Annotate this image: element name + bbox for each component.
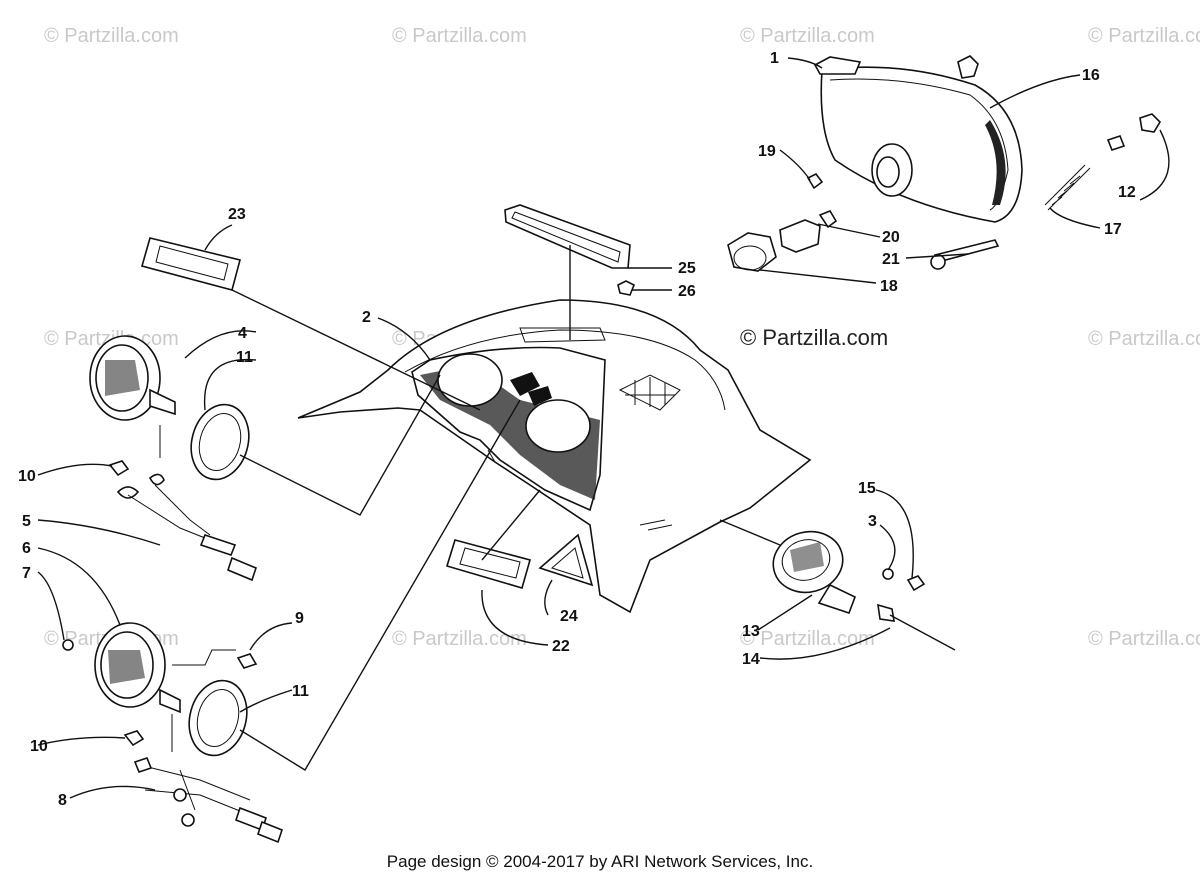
callout-2: 2: [362, 309, 371, 326]
callout-3: 3: [868, 513, 877, 530]
watermark: © Partzilla.com: [740, 25, 875, 47]
callout-16: 16: [1082, 67, 1100, 84]
callout-7: 7: [22, 565, 31, 582]
watermark-prominent: © Partzilla.com: [740, 325, 888, 350]
callout-4: 4: [238, 325, 247, 342]
watermark: © Partzilla.com: [1088, 25, 1200, 47]
gauge-lower: [62, 622, 283, 844]
hood-console: [297, 299, 812, 614]
callout-11: 11: [236, 349, 253, 366]
watermark: © Partzilla.com: [1088, 328, 1200, 350]
callout-5: 5: [22, 513, 31, 530]
watermark: © Partzilla.com: [392, 25, 527, 47]
leader-lines: [37, 57, 1170, 799]
page-footer: Page design © 2004-2017 by ARI Network S…: [386, 852, 814, 871]
callout-9: 9: [295, 610, 304, 627]
callout-24: 24: [560, 608, 578, 625]
callout-25: 25: [678, 260, 696, 277]
callout-17: 17: [1104, 221, 1122, 238]
callout-10: 10: [30, 738, 48, 755]
watermark: © Partzilla.com: [740, 628, 875, 650]
callout-10: 10: [18, 468, 36, 485]
headlight-assembly: [727, 55, 1162, 272]
callout-14: 14: [742, 651, 760, 668]
callout-19: 19: [758, 143, 776, 160]
callout-11: 11: [292, 683, 309, 700]
callouts: 1 2 3 4 5 6 7 8 9 10 10 11 11 12 13 14 1…: [18, 50, 1136, 809]
callout-26: 26: [678, 283, 696, 300]
callout-20: 20: [882, 229, 900, 246]
watermark: © Partzilla.com: [44, 25, 179, 47]
callout-8: 8: [58, 792, 67, 809]
watermark: © Partzilla.com: [1088, 628, 1200, 650]
callout-6: 6: [22, 540, 31, 557]
callout-23: 23: [228, 206, 246, 223]
callout-12: 12: [1118, 184, 1136, 201]
callout-22: 22: [552, 638, 570, 655]
callout-13: 13: [742, 623, 760, 640]
callout-15: 15: [858, 480, 876, 497]
gauge-upper: [89, 335, 257, 582]
callout-18: 18: [880, 278, 898, 295]
callout-1: 1: [770, 50, 779, 67]
watermark: © Partzilla.com: [392, 628, 527, 650]
pod-housing: [772, 530, 956, 651]
callout-21: 21: [882, 251, 900, 268]
decals: [141, 237, 594, 589]
